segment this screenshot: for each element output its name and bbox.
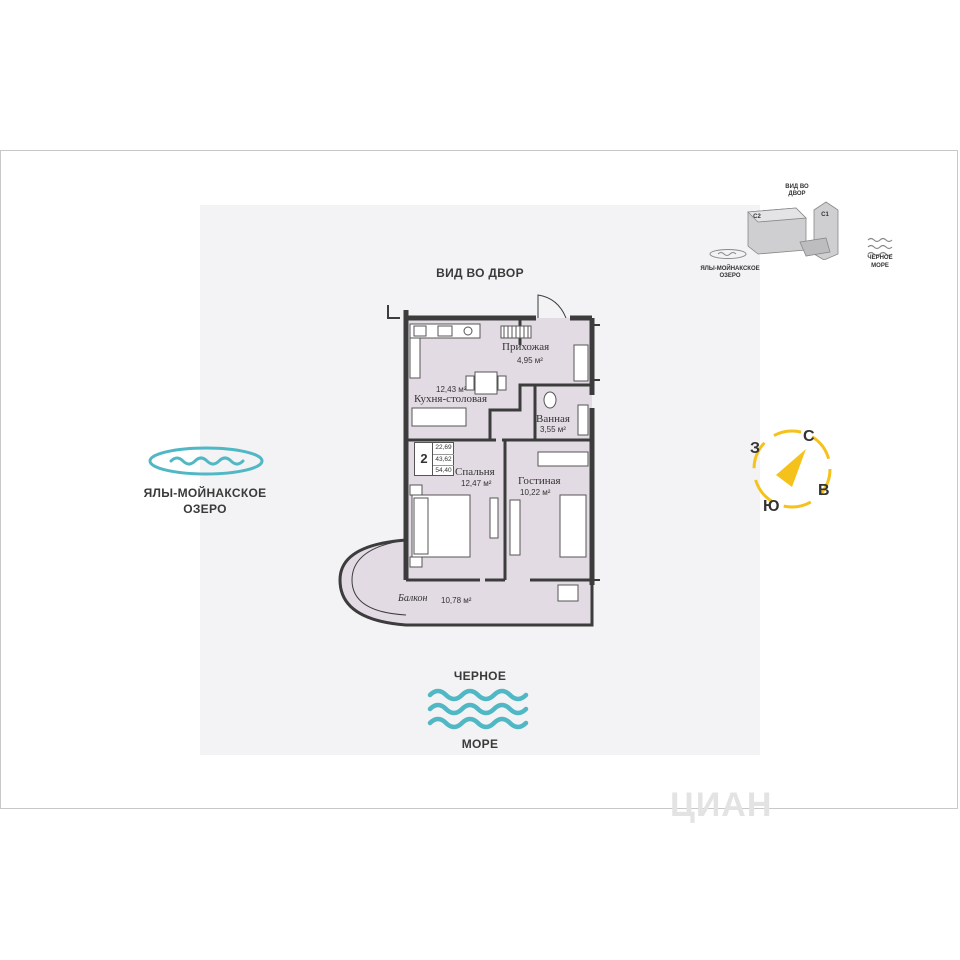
compass-south: Ю (763, 498, 780, 515)
building-minimap: ВИД ВО ДВОР С2 С1 ЯЛЫ-МОЙНАКСКОЕ ОЗЕРО Ч… (700, 180, 920, 290)
minimap-buildings (747, 201, 839, 260)
living-area: 10,22 м² (520, 488, 551, 497)
minimap-sea-icon (867, 237, 893, 257)
balcony-name: Балкон (398, 593, 428, 604)
minimap-block-c2: С2 (753, 214, 761, 220)
badge-value-2: 43,62 (433, 455, 454, 467)
compass-north: С (803, 428, 815, 445)
lake-icon (148, 446, 264, 476)
badge-values: 22,69 43,62 54,40 (432, 443, 454, 475)
compass-icon (752, 429, 832, 509)
bedroom-name: Спальня (455, 466, 495, 478)
hallway-name: Прихожая (502, 341, 550, 353)
minimap-view-line2: ДВОР (788, 191, 806, 197)
minimap-sea-line2: МОРЕ (871, 263, 889, 269)
minimap-lake-line1: ЯЛЫ-МОЙНАКСКОЕ (700, 266, 760, 272)
view-courtyard-label: ВИД ВО ДВОР (436, 266, 524, 280)
badge-value-3: 54,40 (435, 467, 452, 475)
living-name: Гостиная (518, 475, 561, 487)
kitchen-area: 12,43 м² (436, 385, 467, 394)
lake-label-line2: ОЗЕРО (183, 502, 227, 516)
hallway-area: 4,95 м² (517, 356, 543, 365)
sea-waves-icon (427, 688, 529, 730)
apartment-floor-plan (338, 294, 600, 627)
rooms-count: 2 (420, 451, 428, 466)
minimap-view-line1: ВИД ВО (785, 184, 809, 190)
minimap-lake-line2: ОЗЕРО (719, 273, 741, 279)
page-frame (0, 150, 958, 809)
apartment-badge: 2 22,69 43,62 54,40 (414, 442, 454, 476)
bathroom-name: Ванная (536, 413, 570, 425)
compass-east: В (818, 482, 830, 499)
sea-label-line2: МОРЕ (461, 737, 499, 751)
balcony-area: 10,78 м² (441, 596, 472, 605)
minimap-block-c1: С1 (821, 212, 829, 218)
badge-value-1: 22,69 (433, 443, 454, 455)
minimap-lake-icon (709, 249, 747, 259)
lake-label-line1: ЯЛЫ-МОЙНАКСКОЕ (143, 486, 267, 500)
kitchen-name: Кухня-столовая (414, 393, 487, 405)
minimap-sea-line1: ЧЕРНОЕ (867, 255, 893, 261)
bedroom-area: 12,47 м² (461, 479, 492, 488)
compass-west: З (750, 440, 761, 457)
watermark: ЦИАН (670, 786, 773, 824)
sea-label-line1: ЧЕРНОЕ (453, 669, 507, 683)
bathroom-area: 3,55 м² (540, 425, 566, 434)
